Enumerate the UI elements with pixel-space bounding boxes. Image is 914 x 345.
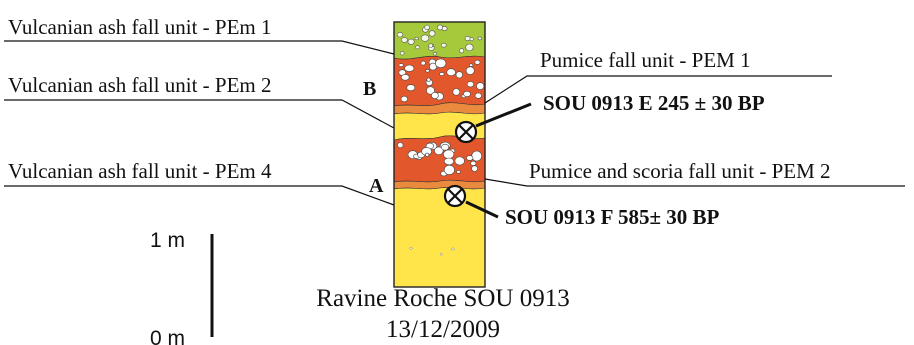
pumice-clast [400,37,408,43]
pumice-clast [477,36,482,41]
leader-pem1-ash [4,40,395,55]
label-pumice-1: Pumice fall unit - PEM 1 [540,48,751,72]
pumice-clast [452,88,461,96]
circle-cross-icon [454,120,478,144]
sample-f-date: SOU 0913 F 585± 30 BP [505,205,720,229]
pumice-clast [426,86,435,95]
pumice-clast [471,165,478,172]
sample-e-date: SOU 0913 E 245 ± 30 BP [543,91,765,115]
pumice-clast [469,63,474,67]
unit-letter-b: B [363,78,376,100]
pumice-clast [414,36,419,41]
pumice-clasts [396,24,485,256]
pumice-clast [471,150,483,162]
pumice-clast [406,84,416,92]
pumice-clast [463,91,471,98]
pointer-sample-e [475,102,532,128]
pumice-clast [465,43,474,52]
pumice-clast [425,152,430,157]
unit-pem4-fine-band [394,179,485,190]
pumice-clast [446,68,456,76]
label-pem2-ash: Vulcanian ash fall unit - PEm 2 [8,73,272,97]
pumice-clast [465,66,475,75]
pumice-clast [470,160,477,166]
pumice-clast [420,60,426,66]
unit-letter-a: A [369,175,384,197]
pumice-clast [407,38,415,45]
pumice-clast [429,62,437,71]
leader-pem2-ash [4,99,395,129]
pumice-clast [428,30,436,37]
pumice-clast [439,72,445,76]
pumice-clast [474,92,482,99]
pointer-sample-f [465,200,499,219]
pumice-clast [459,48,465,54]
pumice-clast [431,92,439,100]
column-outline [393,21,486,288]
pumice-clast [476,82,485,90]
stratigraphic-column [394,22,485,287]
pumice-clast [426,77,431,82]
pumice-clast [400,95,408,103]
pumice-clast [420,34,430,42]
pumice-clast [397,142,404,148]
right-leader-lines [484,75,905,187]
pumice-clast [428,43,434,48]
pumice-clast [398,63,404,67]
pumice-clast [443,164,455,175]
pumice-clast [400,74,410,81]
pumice-clast [441,143,450,151]
label-pem4-ash: Vulcanian ash fall unit - PEm 4 [8,159,272,183]
pumice-clast [454,156,465,166]
pumice-clast [424,24,430,31]
scale-bottom-label: 0 m [150,327,185,345]
pumice-clast [451,247,455,251]
pumice-clast [437,24,443,31]
pumice-clast [415,45,421,50]
pumice-clast [439,253,443,256]
pumice-clast [425,69,430,73]
pumice-clast [434,146,444,156]
pumice-clast [432,51,438,56]
unit-pem4-ash-yellow [394,187,485,287]
scale-top-label: 1 m [150,229,185,252]
pumice-clast [474,59,481,65]
pumice-clast [443,157,455,166]
leader-pem4-ash [4,185,395,206]
pumice-clast [440,42,447,48]
pumice-clast [455,71,463,79]
leader-pumice-1 [484,75,832,104]
figure-title-date: 13/12/2009 [386,316,500,343]
pumice-clast [409,247,413,250]
label-pem1-ash: Vulcanian ash fall unit - PEm 1 [8,15,272,39]
left-leader-lines [4,40,395,206]
circle-cross-icon [443,184,467,208]
pumice-clast [464,35,471,41]
figure-title-location: Ravine Roche SOU 0913 [316,285,569,312]
pumice-clast [466,155,474,161]
leader-pumice-scoria-2 [484,178,905,187]
pumice-clast [396,32,404,38]
pumice-clast [466,81,475,88]
pumice-clast [435,58,447,68]
pumice-clast [443,149,455,159]
pumice-clast [400,50,405,56]
label-pumice-scoria-2: Pumice and scoria fall unit - PEM 2 [529,159,831,183]
pumice-clast [404,64,415,72]
sample-pointer-lines [465,102,532,219]
pumice-clast [456,170,461,174]
